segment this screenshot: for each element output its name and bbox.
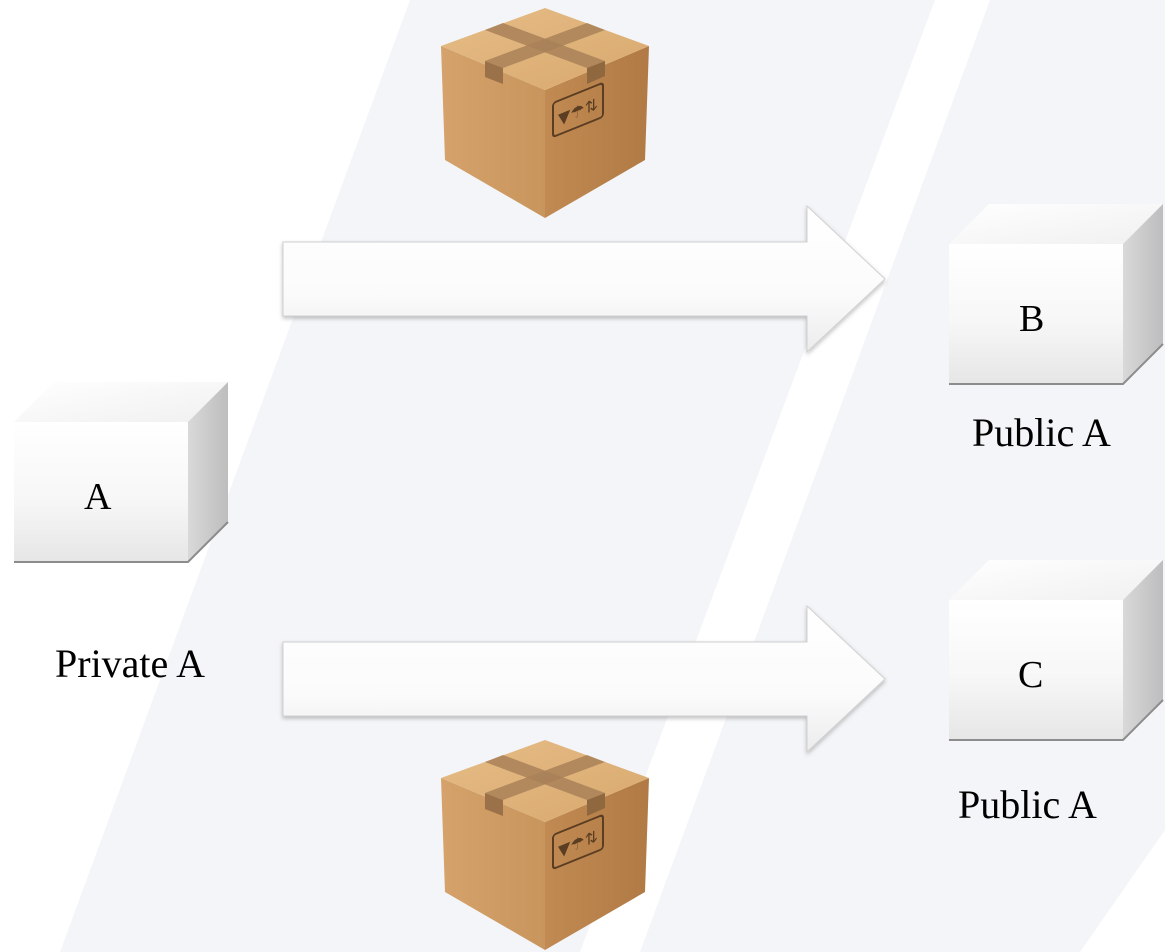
right-arrow-icon [282, 604, 886, 754]
node-b-cube [948, 203, 1164, 385]
node-b-caption: Public A [972, 410, 1111, 455]
node-a-letter: A [84, 476, 112, 518]
node-a-cube [13, 381, 229, 563]
node-b-letter: B [1019, 298, 1045, 340]
node-a-caption: Private A [55, 641, 205, 686]
node-c-cube [948, 559, 1164, 741]
background-stripe [60, 0, 935, 952]
node-c-caption: Public A [958, 782, 1097, 827]
node-c-letter: C [1018, 654, 1044, 696]
right-arrow-icon [282, 204, 886, 354]
